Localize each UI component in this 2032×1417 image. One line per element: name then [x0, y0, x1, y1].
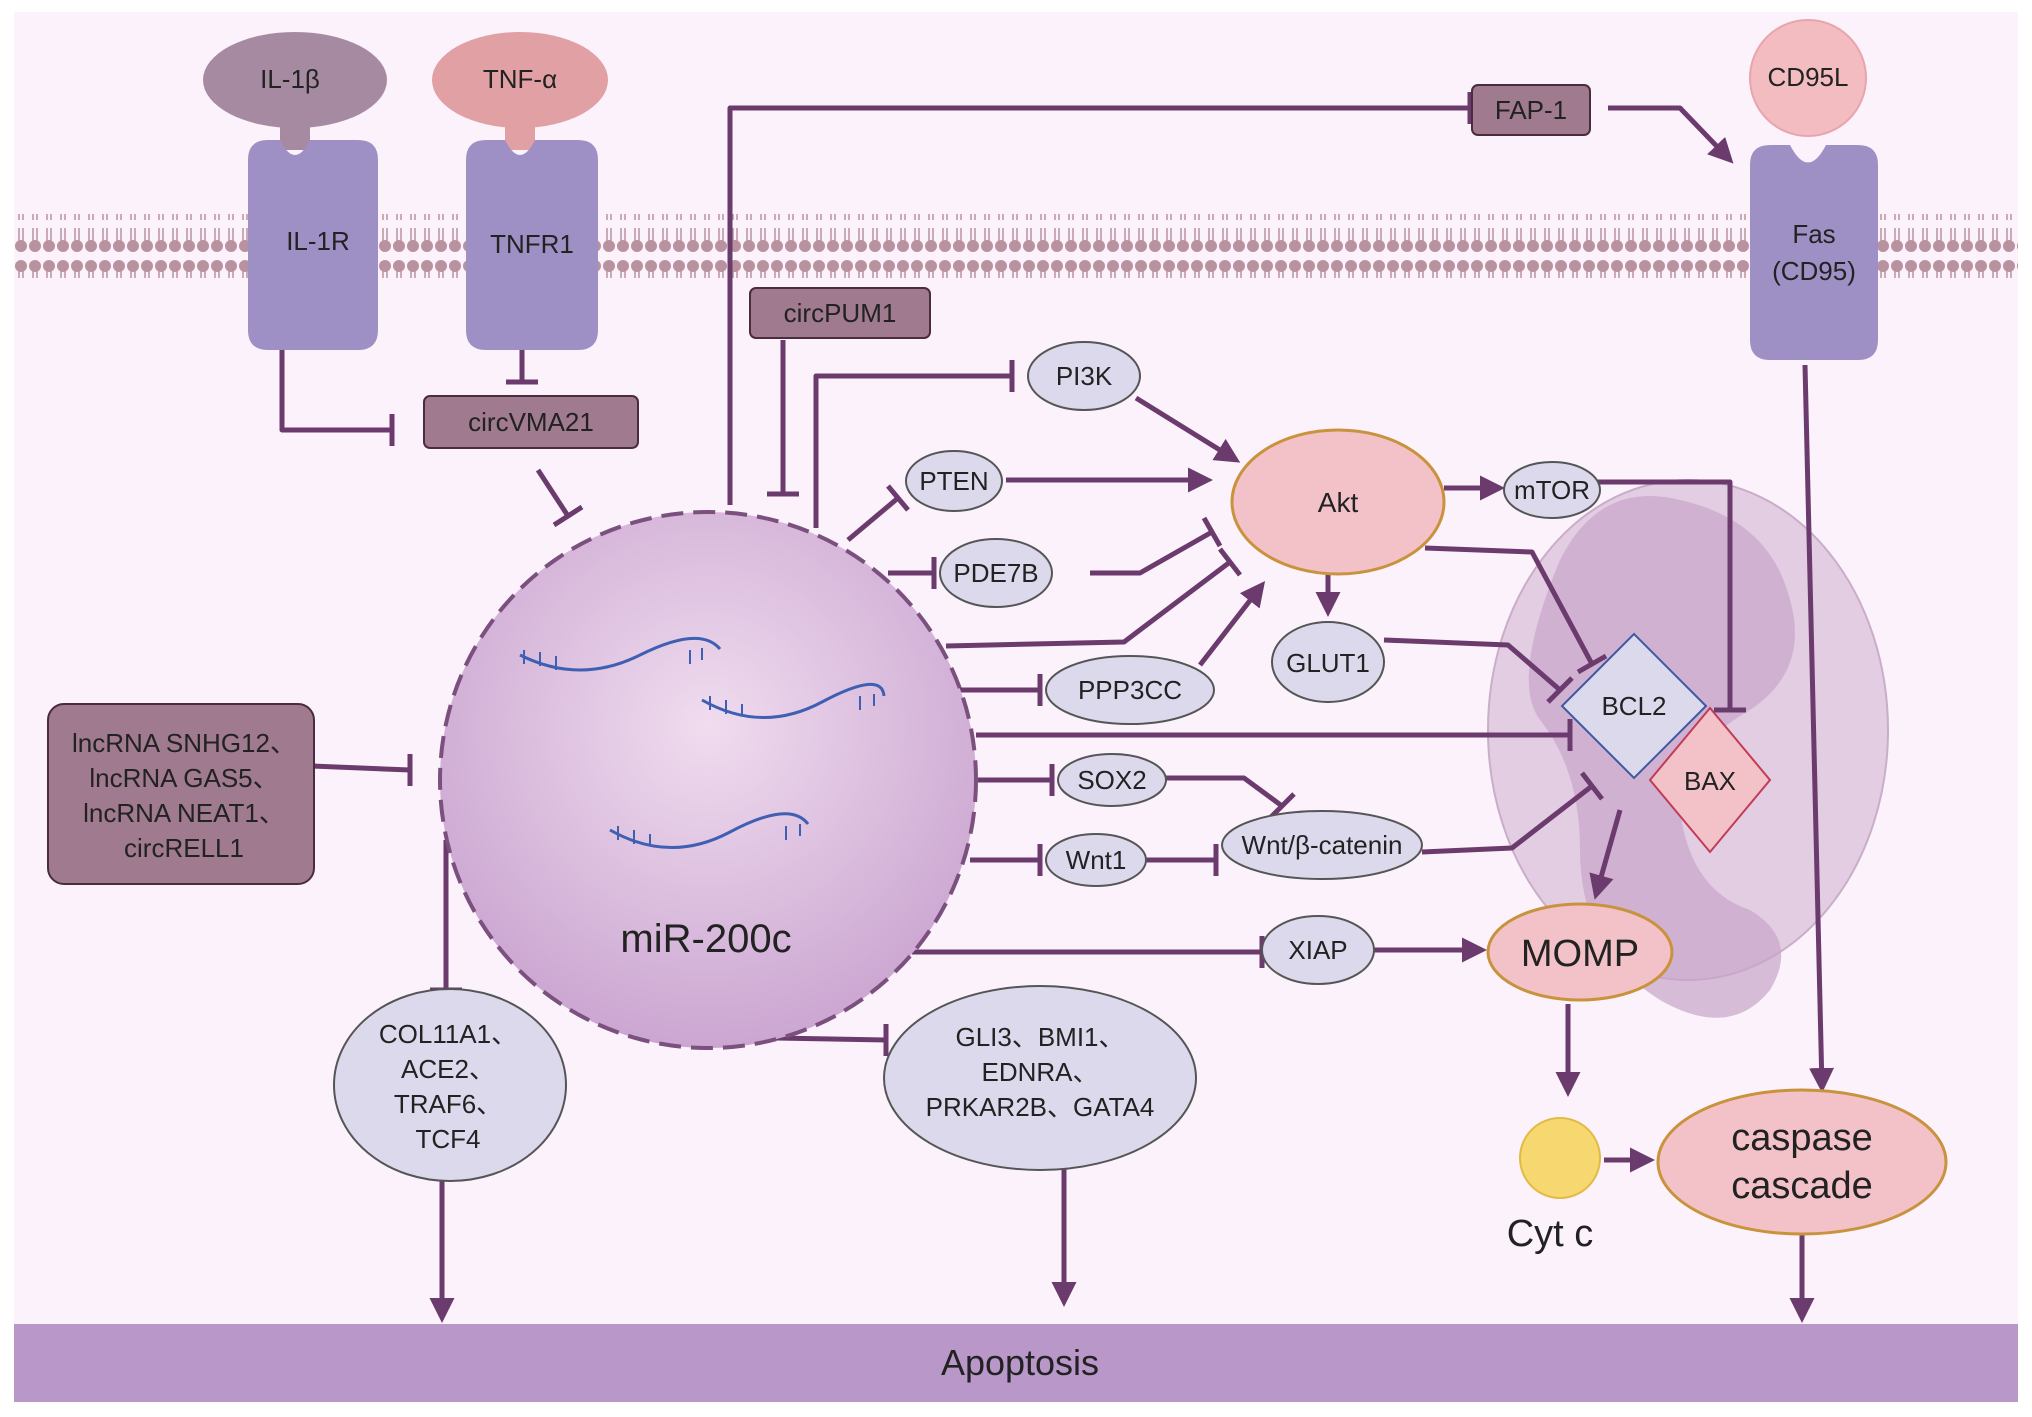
il1b-ligand: IL-1β	[203, 32, 387, 150]
tnfa-label: TNF-α	[483, 64, 557, 94]
fas-label-line1: Fas	[1792, 219, 1835, 249]
mir-200c-node: miR-200c	[438, 510, 978, 1050]
akt-node: Akt	[1230, 428, 1446, 576]
fap1-box: FAP-1	[1471, 84, 1591, 136]
mtor-node: mTOR	[1503, 461, 1601, 519]
cytc-node: Cyt c	[1507, 1117, 1601, 1255]
fap1-label: FAP-1	[1495, 95, 1567, 125]
rna-strand-ticks	[523, 648, 875, 846]
cd95l-label: CD95L	[1768, 62, 1849, 92]
fas-label-line2: (CD95)	[1772, 256, 1856, 286]
svg-text:GLI3、BMI1、: GLI3、BMI1、	[955, 1022, 1124, 1052]
lncrna-line3: lncRNA NEAT1、	[83, 798, 285, 828]
svg-text:MOMP: MOMP	[1521, 933, 1639, 975]
svg-text:ACE2、: ACE2、	[401, 1054, 495, 1084]
tnfa-ligand: TNF-α	[432, 32, 608, 150]
tnfr1-receptor: TNFR1	[466, 140, 598, 350]
svg-text:SOX2: SOX2	[1077, 765, 1146, 795]
connector-lines	[279, 92, 1835, 1323]
svg-text:PPP3CC: PPP3CC	[1078, 675, 1182, 705]
svg-text:TRAF6、: TRAF6、	[394, 1089, 502, 1119]
svg-text:PDE7B: PDE7B	[953, 558, 1038, 588]
wnt-bcatenin-node: Wnt/β-catenin	[1221, 810, 1423, 880]
svg-text:Wnt/β-catenin: Wnt/β-catenin	[1242, 830, 1403, 860]
bcl2-node: BCL2	[1560, 632, 1708, 780]
lncrna-box: lncRNA SNHG12、 lncRNA GAS5、 lncRNA NEAT1…	[47, 703, 315, 885]
svg-text:BAX: BAX	[1684, 766, 1736, 796]
circpum1-box: circPUM1	[749, 287, 931, 339]
svg-text:mTOR: mTOR	[1514, 475, 1590, 505]
pi3k-node: PI3K	[1027, 341, 1141, 411]
svg-text:TCF4: TCF4	[416, 1124, 481, 1154]
svg-text:caspase: caspase	[1731, 1117, 1873, 1159]
caspase-cascade-node: caspase cascade	[1656, 1088, 1948, 1236]
gli3-node: GLI3、BMI1、 EDNRA、 PRKAR2B、GATA4	[883, 985, 1197, 1171]
apoptosis-label: Apoptosis	[941, 1342, 1099, 1383]
svg-text:Wnt1: Wnt1	[1066, 845, 1127, 875]
il1b-label: IL-1β	[260, 64, 320, 94]
bax-node: BAX	[1648, 706, 1772, 854]
svg-text:BCL2: BCL2	[1601, 691, 1666, 721]
il1r-label: IL-1R	[286, 226, 350, 256]
svg-text:PRKAR2B、GATA4: PRKAR2B、GATA4	[926, 1092, 1155, 1122]
momp-node: MOMP	[1486, 902, 1674, 1002]
pten-node: PTEN	[905, 450, 1003, 512]
svg-text:COL11A1、: COL11A1、	[379, 1019, 517, 1049]
tnfr1-label: TNFR1	[490, 229, 574, 259]
circvma21-box: circVMA21	[423, 395, 639, 449]
sox2-node: SOX2	[1057, 753, 1167, 807]
fas-receptor: Fas (CD95)	[1750, 145, 1878, 360]
svg-text:PTEN: PTEN	[919, 466, 988, 496]
circvma21-label: circVMA21	[468, 407, 594, 437]
svg-text:Akt: Akt	[1318, 487, 1359, 518]
mir-200c-label: miR-200c	[620, 917, 791, 961]
pde7b-node: PDE7B	[939, 538, 1053, 608]
svg-text:XIAP: XIAP	[1288, 935, 1347, 965]
lncrna-line4: circRELL1	[124, 833, 244, 863]
glut1-node: GLUT1	[1271, 621, 1385, 703]
rna-strand-icon	[519, 636, 886, 849]
lncrna-line2: lncRNA GAS5、	[89, 763, 278, 793]
cd95l-ligand: CD95L	[1749, 19, 1867, 137]
svg-text:EDNRA、: EDNRA、	[981, 1057, 1098, 1087]
circpum1-label: circPUM1	[784, 298, 897, 328]
cytc-label: Cyt c	[1507, 1213, 1594, 1255]
svg-text:cascade: cascade	[1731, 1165, 1873, 1207]
lncrna-line1: lncRNA SNHG12、	[72, 728, 296, 758]
svg-text:PI3K: PI3K	[1056, 361, 1113, 391]
apoptosis-bar: Apoptosis	[14, 1324, 2018, 1402]
il1r-receptor: IL-1R	[248, 140, 378, 350]
svg-text:GLUT1: GLUT1	[1286, 648, 1370, 678]
col11a1-node: COL11A1、 ACE2、 TRAF6、 TCF4	[333, 988, 567, 1182]
wnt1-node: Wnt1	[1045, 833, 1147, 887]
xiap-node: XIAP	[1261, 915, 1375, 985]
ppp3cc-node: PPP3CC	[1045, 655, 1215, 725]
